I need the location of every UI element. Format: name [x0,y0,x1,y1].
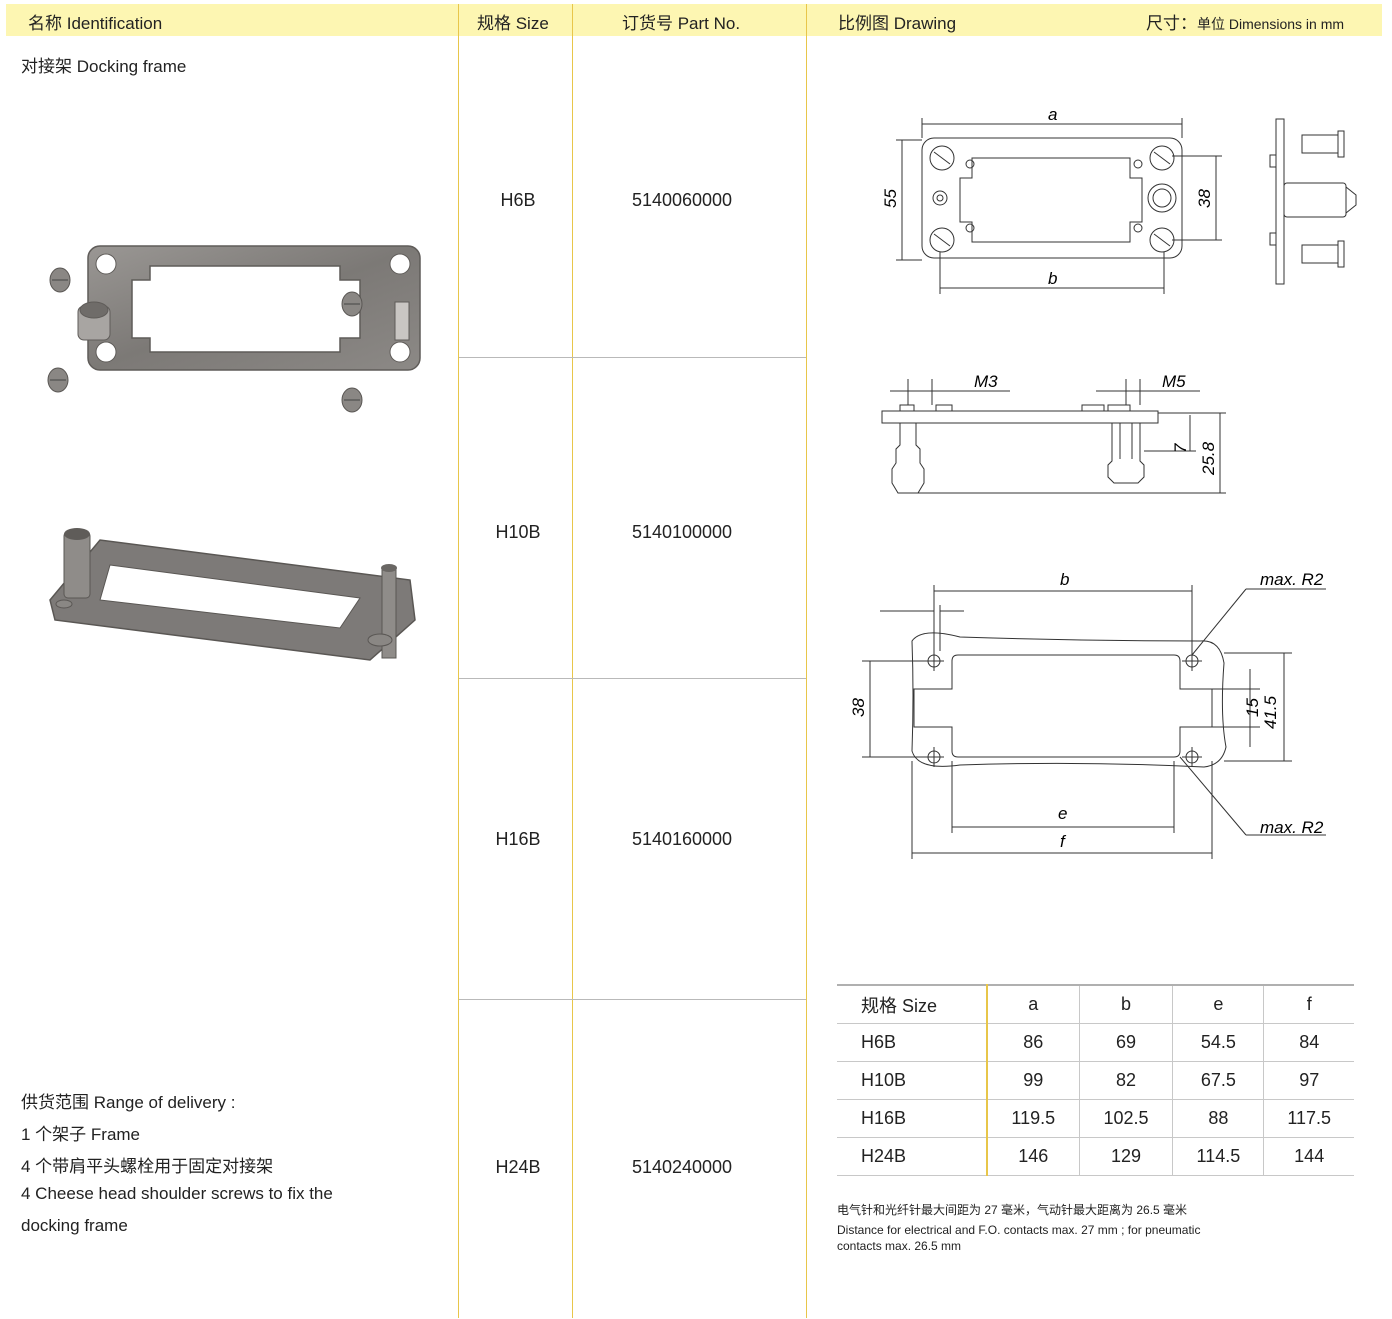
drawing-label-b: b [1048,269,1057,288]
header-drawing: 比例图 Drawing [838,14,957,33]
dim-header-a: a [987,984,1080,1024]
table-row: H6B 86 69 54.5 84 [837,1023,1354,1062]
delivery-line: 4 个带肩平头螺栓用于固定对接架 [21,1157,274,1176]
dim-cell-e: 114.5 [1172,1137,1265,1176]
table-row: H10B 99 82 67.5 97 [837,1061,1354,1100]
header-dimensions: 尺寸：单位 Dimensions in mm [1146,9,1344,34]
drawing-label-e: e [1058,804,1067,823]
dim-header-e: e [1172,984,1265,1024]
size-cell: H24B [495,1157,541,1177]
dim-cell-b: 102.5 [1079,1099,1174,1138]
drawing-label-m5: M5 [1162,372,1186,391]
drawing-label-38: 38 [1195,189,1214,208]
row-separator [459,678,806,679]
note-english-line1: Distance for electrical and F.O. contact… [837,1223,1201,1237]
dim-cell-size: H16B [837,1099,988,1138]
dim-cell-size: H24B [837,1137,988,1176]
dim-cell-f: 97 [1263,1061,1354,1100]
delivery-line: 1 个架子 Frame [21,1125,141,1144]
divider-size-left [458,4,459,1318]
part-cell: 5140060000 [631,190,733,210]
dim-header-f: f [1263,984,1354,1024]
row-separator [459,999,806,1000]
dim-cell-f: 84 [1263,1023,1354,1062]
drawing-label-41-5: 41.5 [1261,695,1280,729]
dim-cell-b: 82 [1079,1061,1174,1100]
table-row: H24B 146 129 114.5 144 [837,1137,1354,1176]
dim-header-b: b [1079,984,1174,1024]
drawing-label-38-cutout: 38 [849,698,868,717]
delivery-line: 4 Cheese head shoulder screws to fix the [21,1184,333,1203]
drawing-label-f: f [1060,832,1067,851]
part-cell: 5140240000 [631,1157,733,1177]
header-identification: 名称 Identification [28,14,163,33]
divider-drawing [806,4,807,1318]
drawing-label-a: a [1048,105,1057,124]
drawing-panel-cutout: b max. R2 38 15 41.5 e f max. R2 [849,570,1326,859]
dim-cell-e: 67.5 [1172,1061,1265,1100]
dim-cell-e: 88 [1172,1099,1265,1138]
drawing-label-25-8: 25.8 [1199,441,1218,476]
drawing-label-m3: M3 [974,372,998,391]
product-photo-frame-perspective [49,528,416,661]
part-cell: 5140100000 [631,522,733,542]
dim-header-size: 规格 Size [837,984,988,1024]
dim-cell-f: 117.5 [1263,1099,1354,1138]
product-photo-frame-top [47,245,421,413]
size-cell: H10B [495,522,541,542]
drawing-label-max-r2-top: max. R2 [1260,570,1324,589]
dim-label: 尺寸： [1146,14,1197,33]
note-english-line2: contacts max. 26.5 mm [837,1239,962,1253]
dim-cell-b: 129 [1079,1137,1174,1176]
dim-cell-a: 99 [987,1061,1080,1100]
drawing-label-15: 15 [1243,698,1262,717]
table-row: H16B 119.5 102.5 88 117.5 [837,1099,1354,1138]
dimension-table: 规格 Size a b e f H6B 86 69 54.5 84 H10B 9… [837,984,1354,1176]
dim-unit: 单位 Dimensions in mm [1197,16,1345,32]
dim-cell-size: H6B [837,1023,988,1062]
dim-cell-a: 86 [987,1023,1080,1062]
header-bar [6,4,1382,36]
size-cell: H16B [495,829,541,849]
dim-cell-b: 69 [1079,1023,1174,1062]
size-cell: H6B [500,190,536,210]
drawing-label-7: 7 [1171,443,1190,453]
drawing-label-b-cutout: b [1060,570,1069,589]
drawing-label-55: 55 [881,189,900,208]
row-separator [459,357,806,358]
divider-size-right [572,4,573,1318]
header-size: 规格 Size [477,14,549,33]
drawing-label-max-r2-bottom: max. R2 [1260,818,1324,837]
header-part-no: 订货号 Part No. [622,14,741,33]
part-cell: 5140160000 [631,829,733,849]
product-name: 对接架 Docking frame [21,57,187,76]
dim-cell-a: 119.5 [987,1099,1080,1138]
dim-cell-f: 144 [1263,1137,1354,1176]
dimension-table-header: 规格 Size a b e f [837,984,1354,1024]
note-chinese: 电气针和光纤针最大间距为 27 毫米，气动针最大距离为 26.5 毫米 [837,1203,1188,1217]
dim-cell-size: H10B [837,1061,988,1100]
drawing-elevation-view: M3 M5 7 25.8 [881,372,1226,494]
dim-cell-a: 146 [987,1137,1080,1176]
dim-cell-e: 54.5 [1172,1023,1265,1062]
drawing-front-view: a b 55 38 [881,105,1222,294]
drawing-side-view [1269,118,1357,285]
delivery-line: docking frame [21,1216,128,1235]
delivery-title: 供货范围 Range of delivery : [21,1093,236,1112]
